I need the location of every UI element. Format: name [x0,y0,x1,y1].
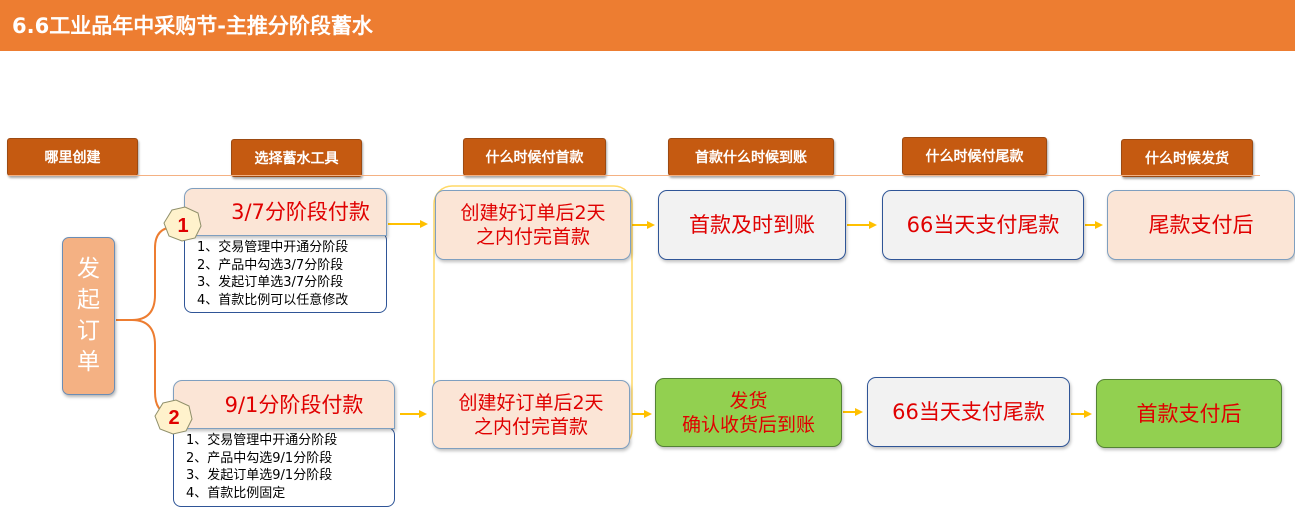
row1-first-pay-box: 创建好订单后2天 之内付完首款 [435,190,631,260]
page-title: 6.6工业品年中采购节-主推分阶段蓄水 [12,14,373,38]
header-choose-tool: 选择蓄水工具 [231,139,362,177]
header-label: 哪里创建 [44,150,101,166]
row1-steps-box: 1、交易管理中开通分阶段 2、产品中勾选3/7分阶段 3、发起订单选3/7分阶段… [184,232,387,313]
row2-ship-box: 首款支付后 [1096,379,1282,448]
row2-first-pay-box: 创建好订单后2天 之内付完首款 [432,380,630,449]
header-label: 选择蓄水工具 [254,151,339,167]
row2-step: 1、交易管理中开通分阶段 [186,433,338,448]
branch-brace [116,226,185,321]
header-when-ship: 什么时候发货 [1121,139,1253,177]
row2-steps-box: 1、交易管理中开通分阶段 2、产品中勾选9/1分阶段 3、发起订单选9/1分阶段… [173,427,395,507]
row2-arrival-box: 发货 确认收货后到账 [655,378,842,447]
row2-step: 3、发起订单选9/1分阶段 [186,468,333,483]
row1-step: 1、交易管理中开通分阶段 [197,240,349,255]
title-bar: 6.6工业品年中采购节-主推分阶段蓄水 [0,0,1295,51]
header-label: 什么时候发货 [1145,151,1229,167]
row2-final-pay-box: 66当天支付尾款 [867,377,1070,447]
row1-tool-box: 3/7分阶段付款 [184,188,387,236]
row1-first-pay-line: 之内付完首款 [475,226,590,248]
row1-step: 2、产品中勾选3/7分阶段 [197,257,344,273]
row1-ship-label: 尾款支付后 [1148,213,1254,237]
start-node-char: 起 [77,287,100,313]
row1-final-pay-label: 66当天支付尾款 [906,213,1060,237]
row1-arrival-box: 首款及时到账 [658,190,846,260]
row1-tool-label: 3/7分阶段付款 [231,200,370,224]
row1-arrival-label: 首款及时到账 [689,213,815,237]
row2-tool-box: 9/1分阶段付款 [173,380,395,429]
row2-first-pay-line: 之内付完首款 [473,415,588,438]
row1-ship-box: 尾款支付后 [1107,190,1295,260]
row1-step: 3、发起订单选3/7分阶段 [197,275,344,290]
row2-first-pay-line: 创建好订单后2天 [458,391,604,414]
header-label: 什么时候付首款 [485,150,584,166]
row1-first-pay-line: 创建好订单后2天 [460,202,606,224]
row1-final-pay-box: 66当天支付尾款 [882,190,1084,260]
row2-final-pay-label: 66当天支付尾款 [892,400,1045,424]
start-node-char: 订 [77,318,100,344]
header-label: 首款什么时候到账 [695,150,807,166]
header-first-pay-arrival: 首款什么时候到账 [668,138,834,176]
row2-arrival-line: 发货 [729,389,768,412]
start-node-initiate-order: 发 起 订 单 [62,237,115,395]
branch-brace-lower [131,319,177,414]
header-label: 什么时候付尾款 [925,149,1024,165]
row2-arrival-line: 确认收货后到账 [681,413,815,436]
row2-tool-label: 9/1分阶段付款 [224,392,364,417]
start-node-char: 单 [77,349,100,375]
row2-step: 4、首款比例固定 [186,485,286,501]
row1-step: 4、首款比例可以任意修改 [197,292,349,308]
start-node-char: 发 [77,256,100,282]
header-when-final-pay: 什么时候付尾款 [902,137,1047,175]
header-divider [8,175,1260,176]
row2-ship-label: 首款支付后 [1136,401,1242,426]
row2-step: 2、产品中勾选9/1分阶段 [186,450,333,466]
